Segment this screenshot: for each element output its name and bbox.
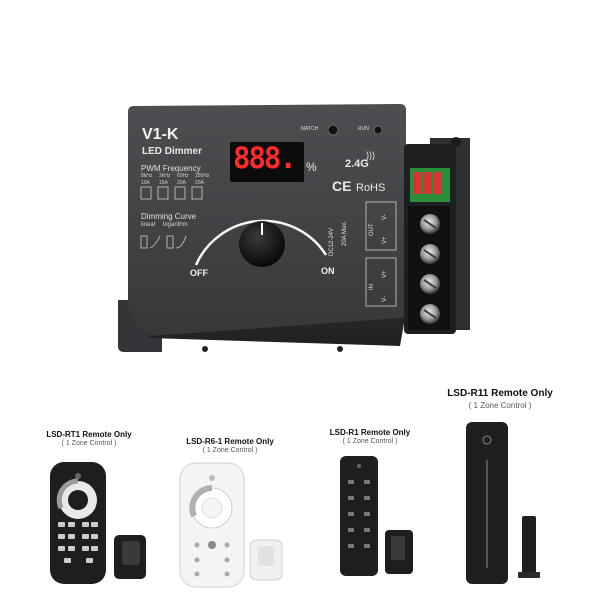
max-current-label: 20A Max. [342,220,348,246]
match-button[interactable] [327,124,339,136]
in-vplus: V+ [382,270,388,278]
pwm-amp-2: 15A [159,180,168,186]
remote-r6-1-title: LSD-R6-1 Remote Only [186,437,274,446]
remote-r1-subtitle: ( 1 Zone Control ) [342,438,398,445]
pwm-amp-4: 20A [195,180,204,186]
pwm-amp-row: 10A 15A 20A 20A [141,180,211,186]
pwm-freq-3: 60Hz [177,173,189,179]
model-label: V1-K [142,126,179,143]
wifi-icon: ))) [366,150,375,160]
terminal-screws [420,214,440,324]
curve-dip-diagram [140,235,187,249]
pwm-amp-1: 10A [141,180,150,186]
ce-mark: CE [332,178,352,194]
percent-label: % [306,160,317,174]
remote-r11-subtitle: ( 1 Zone Control ) [468,401,532,410]
remote-rt1-image [50,462,146,584]
curve-linear: linear [141,222,156,228]
in-vminus: V- [382,296,388,302]
run-label: RUN [358,126,369,132]
remote-r11-title: LSD-R11 Remote Only [447,388,553,399]
curve-log: logarithm [163,222,188,228]
pwm-freq-1: 8kHz [141,173,153,179]
remote-r1-title: LSD-R1 Remote Only [329,428,411,437]
remote-r6-1-image [179,462,283,588]
out-label: OUT [369,223,375,236]
subtitle-label: LED Dimmer [142,146,203,157]
out-vplus: V+ [382,236,388,244]
dial-arc [194,219,328,266]
rf-label: 2.4G [345,158,369,170]
remote-r11-image [466,422,540,584]
io-label-boxes [365,201,397,307]
match-label: MATCH [301,126,319,132]
pwm-title: PWM Frequency [141,164,201,173]
curve-title: Dimming Curve [141,212,197,221]
run-indicator [373,125,383,135]
remote-r1-image [340,456,413,576]
pwm-freq-4: 250Hz [195,173,210,179]
dimming-knob[interactable] [239,221,285,267]
display-digits: 888. [233,141,297,175]
pwm-dip-diagram [140,186,203,200]
out-vminus: V- [382,214,388,220]
pwm-freq-row: 8kHz 2kHz 60Hz 250Hz [141,173,211,179]
voltage-label: DC12-24V [329,227,335,256]
remote-rt1-title: LSD-RT1 Remote Only [46,430,132,439]
led-display [230,142,304,182]
pwm-freq-2: 2kHz [159,173,171,179]
remote-r6-1-subtitle: ( 1 Zone Control ) [202,447,258,454]
in-label: IN [369,284,375,290]
pwm-amp-3: 20A [177,180,186,186]
on-label: ON [321,266,335,276]
remote-rt1-subtitle: ( 1 Zone Control ) [61,440,117,447]
off-label: OFF [190,268,208,278]
rohs-mark: RoHS [356,182,386,194]
